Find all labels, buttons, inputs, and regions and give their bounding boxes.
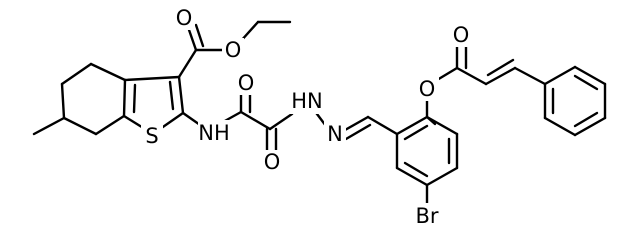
bond bbox=[344, 123, 372, 141]
bond bbox=[132, 83, 137, 114]
bond bbox=[194, 23, 205, 48]
atom-bromine: Br bbox=[415, 204, 438, 228]
bond bbox=[268, 112, 294, 131]
bond bbox=[425, 115, 437, 126]
bond bbox=[122, 78, 127, 118]
atom-bg bbox=[222, 38, 244, 62]
bond bbox=[395, 166, 429, 187]
bond bbox=[455, 66, 488, 86]
bond bbox=[513, 66, 547, 86]
atom-bg bbox=[198, 120, 230, 146]
atom-hydrazide-nh: HN bbox=[291, 89, 323, 113]
atom-bg bbox=[324, 121, 346, 147]
bond bbox=[89, 62, 127, 82]
atom-oxalyl-oxygen-bottom: O bbox=[264, 150, 281, 174]
bond bbox=[403, 124, 429, 141]
atom-carbonyl-oxygen-ester: O bbox=[176, 6, 193, 30]
atom-bg bbox=[261, 150, 283, 174]
bond bbox=[94, 114, 126, 136]
bond bbox=[573, 65, 607, 86]
atom-bg bbox=[415, 77, 439, 101]
bond bbox=[395, 115, 429, 136]
bond bbox=[573, 74, 599, 91]
atom-bg bbox=[141, 123, 163, 149]
bond bbox=[343, 115, 370, 132]
bond bbox=[60, 82, 66, 120]
bond bbox=[484, 66, 517, 86]
bond bbox=[168, 80, 175, 111]
bond bbox=[366, 115, 399, 136]
bond bbox=[435, 66, 459, 82]
bond bbox=[573, 116, 607, 137]
bond bbox=[543, 65, 577, 86]
bond bbox=[573, 111, 599, 128]
bond bbox=[158, 111, 185, 131]
atom-amide-nh: NH bbox=[198, 121, 230, 145]
atom-ester-oxygen: O bbox=[225, 38, 242, 62]
atom-oxalyl-oxygen-top: O bbox=[238, 71, 255, 95]
bond bbox=[177, 75, 185, 115]
atom-bg bbox=[450, 23, 472, 47]
bond bbox=[177, 48, 198, 79]
bond bbox=[32, 116, 66, 136]
atom-bg bbox=[410, 203, 444, 229]
atom-bg bbox=[290, 88, 324, 114]
bond-lines bbox=[32, 20, 607, 207]
bond bbox=[425, 166, 459, 187]
atom-labels: O O S NH O O HN N O O Br bbox=[141, 6, 472, 229]
atom-thiophene-sulfur: S bbox=[145, 124, 158, 148]
atom-bg bbox=[235, 71, 257, 95]
atom-cinnamoyl-oxygen: O bbox=[453, 23, 470, 47]
bond bbox=[186, 25, 198, 52]
bond bbox=[486, 58, 515, 77]
bond bbox=[239, 110, 272, 131]
atom-bg bbox=[173, 6, 195, 30]
bond bbox=[60, 62, 93, 86]
bond bbox=[62, 116, 98, 136]
bond bbox=[543, 116, 577, 137]
atom-imine-nitrogen: N bbox=[327, 122, 343, 146]
bond bbox=[123, 75, 181, 82]
bond bbox=[403, 161, 429, 178]
atom-aryl-ester-oxygen: O bbox=[419, 77, 436, 101]
